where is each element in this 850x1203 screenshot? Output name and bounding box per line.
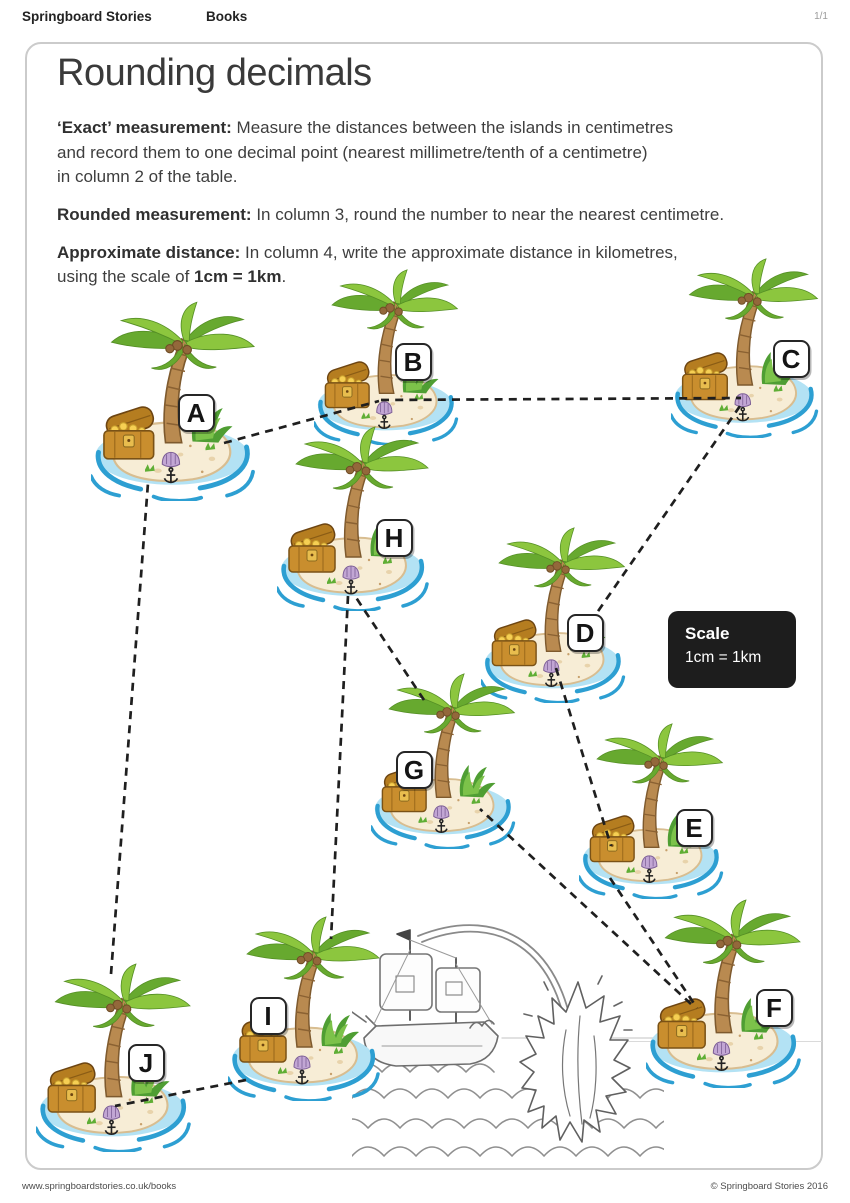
scale-box: Scale 1cm = 1km <box>668 611 796 688</box>
island-illustration <box>277 424 437 611</box>
island-label-d: D <box>566 614 604 652</box>
island-illustration <box>36 961 199 1152</box>
island-label-i: I <box>249 997 287 1035</box>
instruction-paragraph: Approximate distance: In column 4, write… <box>57 242 678 287</box>
island-illustration <box>371 671 523 849</box>
island-g <box>371 671 523 849</box>
brand-name: Springboard Stories <box>22 9 152 24</box>
island-h <box>277 424 437 611</box>
island-label-e: E <box>675 809 713 847</box>
route-j-a <box>109 482 150 975</box>
scale-title: Scale <box>685 624 730 643</box>
scale-value: 1cm = 1km <box>685 649 762 666</box>
page-indicator: 1/1 <box>814 11 828 22</box>
island-j <box>36 961 199 1152</box>
island-label-h: H <box>375 519 413 557</box>
island-label-c: C <box>772 340 810 378</box>
footer-url: www.springboardstories.co.uk/books <box>22 1181 177 1192</box>
island-label-g: G <box>395 751 433 789</box>
pirate-ship-illustration <box>352 924 664 1157</box>
section-name: Books <box>206 9 248 24</box>
island-label-f: F <box>755 989 793 1027</box>
island-label-j: J <box>127 1044 165 1082</box>
island-label-a: A <box>177 394 215 432</box>
worksheet-title: Rounding decimals <box>57 52 372 94</box>
footer-copyright: © Springboard Stories 2016 <box>710 1181 828 1192</box>
instruction-paragraph: Rounded measurement: In column 3, round … <box>57 204 725 224</box>
instruction-paragraph: ‘Exact’ measurement: Measure the distanc… <box>57 118 674 187</box>
island-label-b: B <box>394 343 432 381</box>
route-h-i <box>329 595 350 940</box>
instructions: ‘Exact’ measurement: Measure the distanc… <box>57 116 797 303</box>
